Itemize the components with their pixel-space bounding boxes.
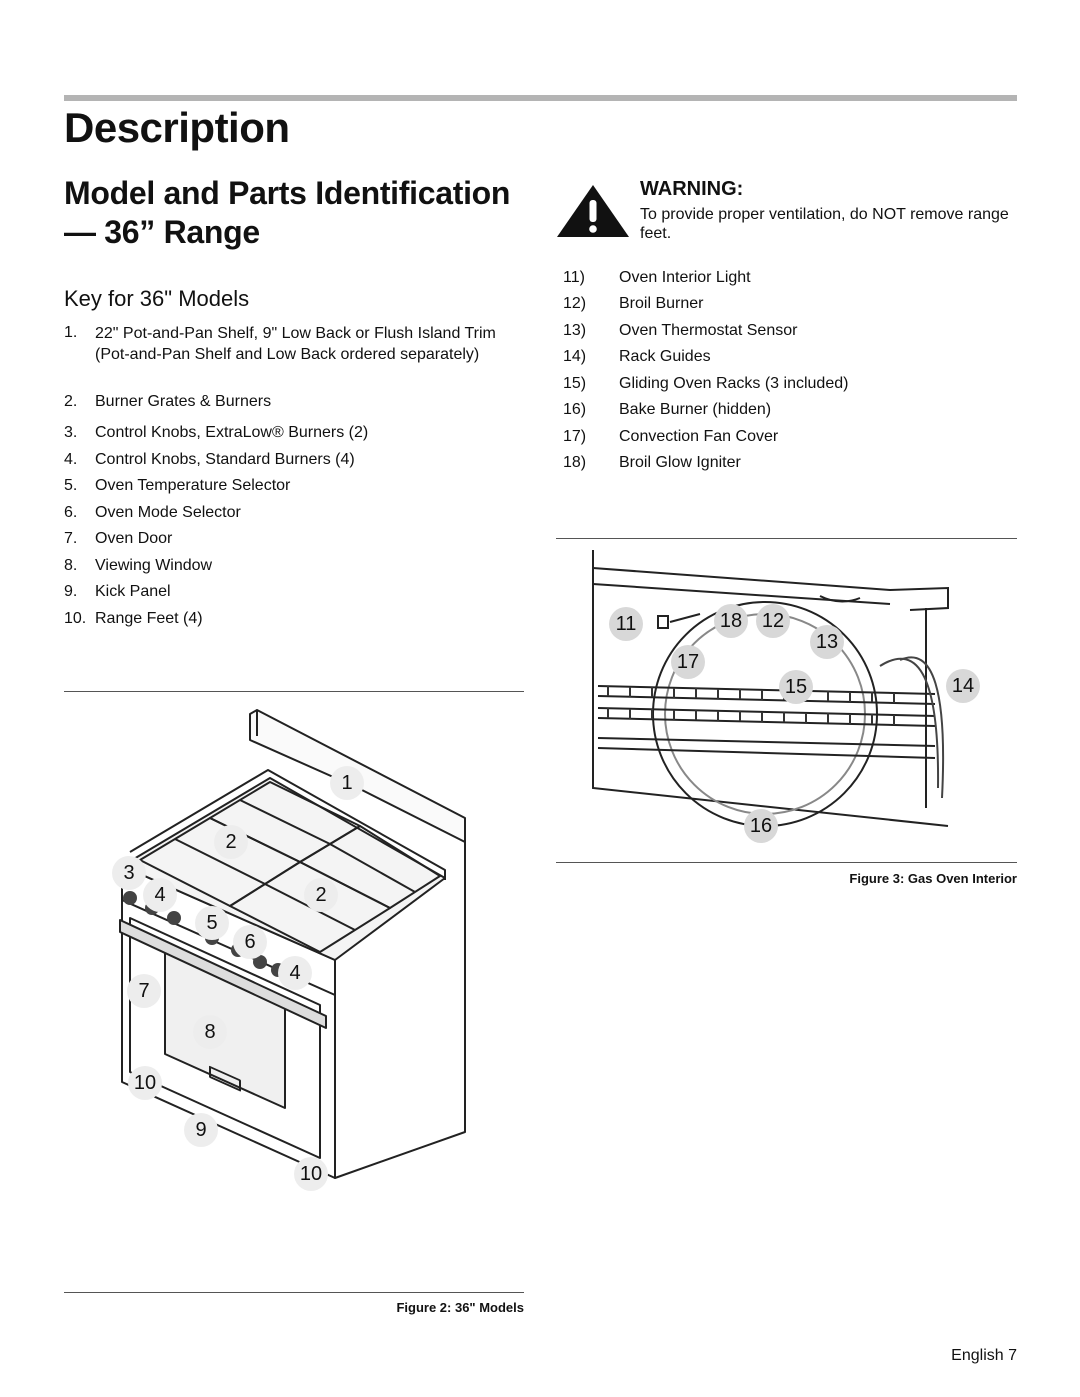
callout-15: 15 — [779, 670, 813, 704]
figure3-caption: Figure 3: Gas Oven Interior — [849, 871, 1017, 886]
callout-10b: 10 — [294, 1157, 328, 1191]
callout-7: 7 — [127, 974, 161, 1008]
callout-3: 3 — [112, 856, 146, 890]
callout-18: 18 — [714, 604, 748, 638]
callout-1: 1 — [330, 766, 364, 800]
callout-5: 5 — [195, 906, 229, 940]
key-list-right: 11)Oven Interior Light 12)Broil Burner 1… — [563, 269, 849, 471]
warning-icon — [557, 185, 629, 237]
oven-interior-illustration — [592, 550, 949, 827]
warning-text: To provide proper ventilation, do NOT re… — [640, 206, 1009, 242]
callout-4: 4 — [143, 878, 177, 912]
callout-9: 9 — [184, 1113, 218, 1147]
callout-16: 16 — [744, 809, 778, 843]
top-rule — [64, 95, 1017, 101]
callout-10: 10 — [128, 1066, 162, 1100]
divider — [64, 691, 524, 692]
figure2-caption: Figure 2: 36" Models — [396, 1300, 524, 1315]
key-list-left: 1. 22" Pot-and-Pan Shelf, 9" Low Back or… — [64, 324, 496, 627]
page-footer: English 7 — [951, 1347, 1017, 1364]
callout-11: 11 — [609, 607, 643, 641]
callout-12: 12 — [756, 604, 790, 638]
divider — [556, 538, 1017, 539]
divider — [64, 1292, 524, 1293]
callout-8: 8 — [193, 1015, 227, 1049]
callout-13: 13 — [810, 625, 844, 659]
warning-title: WARNING: — [640, 178, 744, 200]
callout-2b: 2 — [304, 878, 338, 912]
divider — [556, 862, 1017, 863]
callout-6: 6 — [233, 925, 267, 959]
section-title: Model and Parts Identification — 36” Ran… — [64, 175, 511, 250]
callout-14: 14 — [946, 669, 980, 703]
range-illustration — [119, 709, 466, 1179]
callout-2: 2 — [214, 825, 248, 859]
callout-4b: 4 — [278, 956, 312, 990]
key-heading: Key for 36" Models — [64, 286, 250, 311]
callout-17: 17 — [671, 645, 705, 679]
page-title: Description — [64, 104, 290, 151]
